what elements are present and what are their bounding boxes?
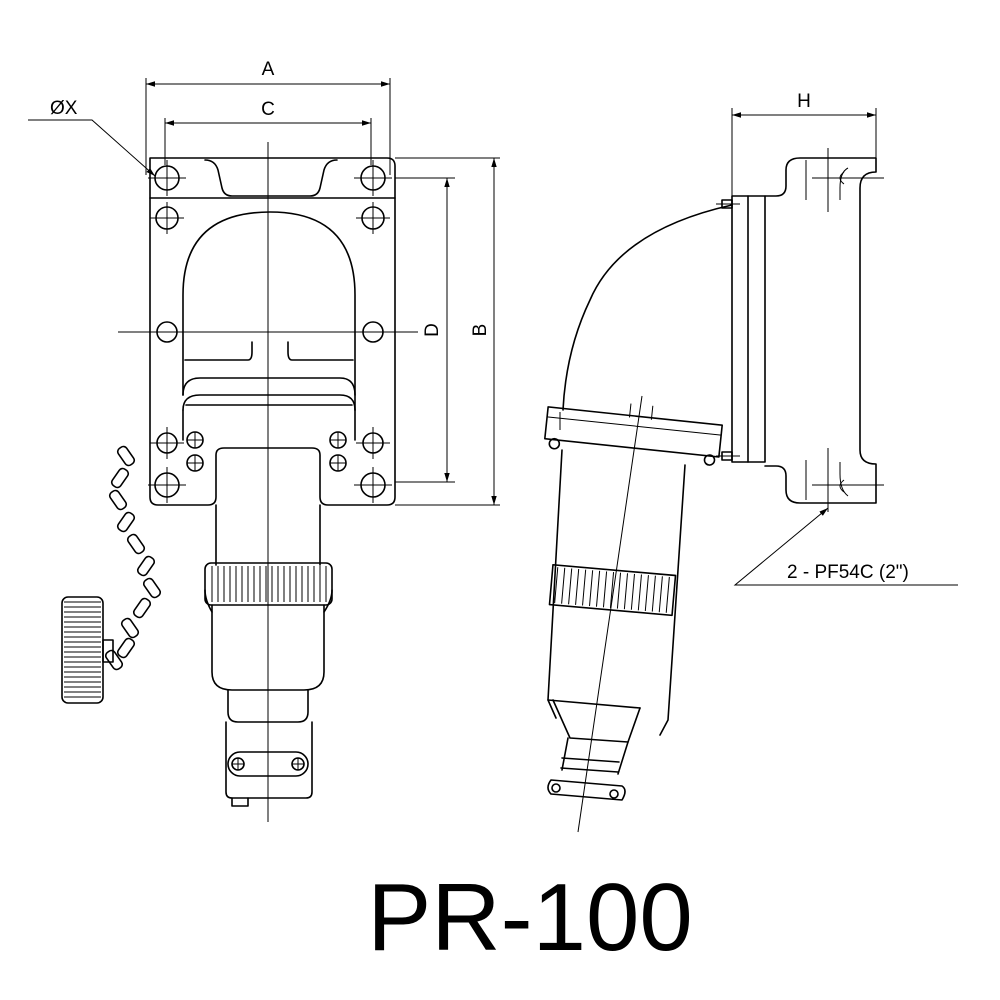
mounting-plate: [149, 157, 396, 506]
front-view: [61, 142, 418, 822]
chain-link: [136, 555, 156, 577]
chain-link: [116, 511, 136, 533]
chain-link: [110, 467, 130, 489]
chain-link: [104, 649, 124, 671]
dim-d-label: D: [422, 323, 443, 337]
mounting-holes: [148, 160, 392, 503]
side-view: [544, 148, 884, 833]
dim-a-label: A: [262, 59, 275, 80]
side-dimensions: H 2 - PF54C (2"): [731, 91, 958, 586]
dim-c-label: C: [261, 99, 275, 120]
screw-bosses: [186, 431, 347, 472]
chain-link: [142, 577, 162, 599]
chain-link: [116, 445, 136, 467]
chain-link: [126, 533, 146, 555]
model-title: PR-100: [367, 864, 693, 971]
chain-link: [120, 617, 140, 639]
connector-dome: [182, 211, 356, 396]
dim-b-label: B: [470, 324, 491, 337]
dim-hole-label: ØX: [50, 98, 78, 119]
chain-link: [108, 489, 128, 511]
chain-link: [132, 597, 152, 619]
dim-h-label: H: [797, 91, 811, 112]
callout-label: 2 - PF54C (2"): [787, 562, 909, 583]
front-dimensions: A C ØX D B: [28, 59, 500, 506]
side-flange: [731, 195, 766, 463]
safety-chain: [104, 445, 162, 671]
chain-link: [116, 637, 136, 659]
side-curved-housing: [562, 204, 733, 411]
